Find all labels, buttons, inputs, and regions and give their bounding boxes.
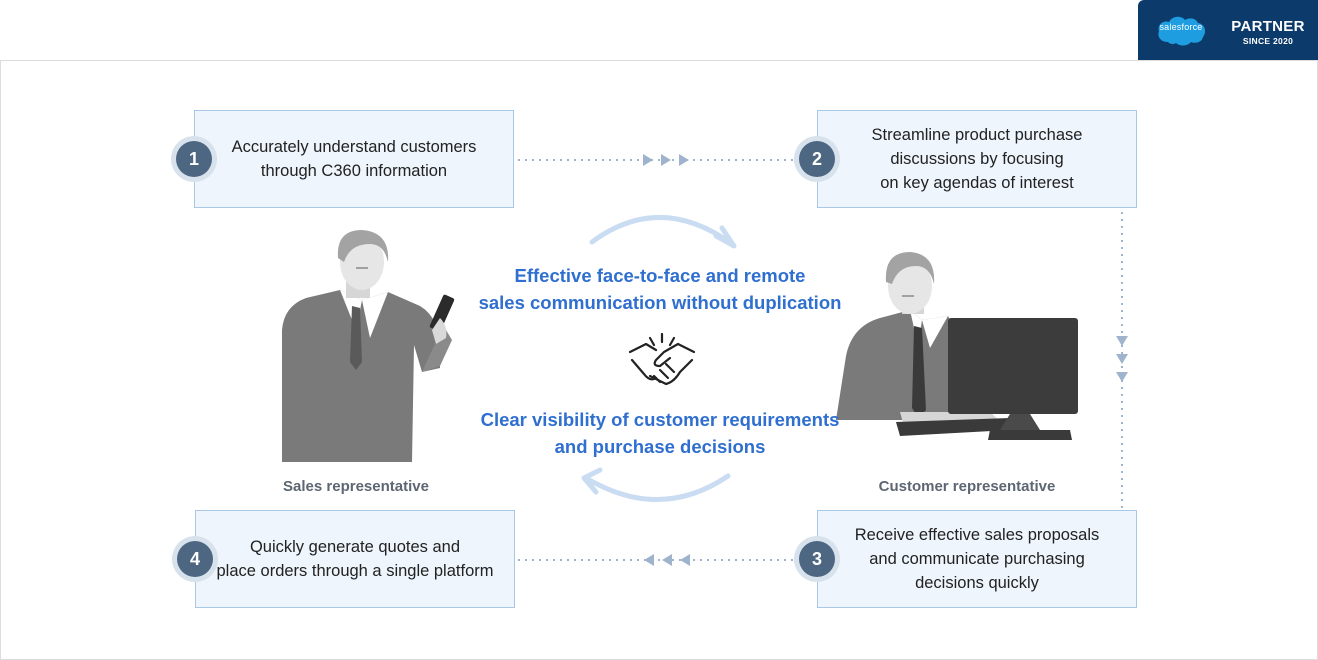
step-number-3: 3 bbox=[799, 541, 835, 577]
partner-since: SINCE 2020 bbox=[1242, 36, 1294, 46]
step-number-badge-4: 4 bbox=[172, 536, 218, 582]
connector-2-to-3 bbox=[1116, 212, 1128, 508]
step-number-badge-2: 2 bbox=[794, 136, 840, 182]
connector-1-to-2 bbox=[518, 154, 798, 166]
partner-title: PARTNER bbox=[1231, 18, 1305, 35]
step-box-2: Streamline product purchase discussions … bbox=[817, 110, 1137, 208]
salesforce-partner-badge: salesforce PARTNER SINCE 2020 bbox=[1138, 0, 1318, 60]
step-number-2: 2 bbox=[799, 141, 835, 177]
customer-representative-label: Customer representative bbox=[878, 478, 1056, 495]
handshake-icon bbox=[628, 332, 696, 386]
sales-representative-label: Sales representative bbox=[283, 478, 429, 495]
step-3-text: Receive effective sales proposals and co… bbox=[854, 526, 1100, 592]
step-box-4: Quickly generate quotes and place orders… bbox=[195, 510, 515, 608]
step-number-badge-3: 3 bbox=[794, 536, 840, 582]
step-number-badge-1: 1 bbox=[171, 136, 217, 182]
customer-representative-figure bbox=[836, 252, 1078, 440]
step-number-4: 4 bbox=[177, 541, 213, 577]
step-2-text: Streamline product purchase discussions … bbox=[871, 126, 1083, 192]
salesforce-cloud-icon bbox=[1158, 16, 1206, 46]
step-box-3: Receive effective sales proposals and co… bbox=[817, 510, 1137, 608]
step-4-text: Quickly generate quotes and place orders… bbox=[216, 538, 494, 580]
center-bottom-text: Clear visibility of customer requirement… bbox=[480, 409, 840, 457]
salesforce-brand-text: salesforce bbox=[1159, 22, 1203, 32]
step-box-1: Accurately understand customers through … bbox=[194, 110, 514, 208]
top-arc-arrow-icon bbox=[589, 215, 737, 249]
center-top-text: Effective face-to-face and remote sales … bbox=[478, 265, 842, 313]
bottom-arc-arrow-icon bbox=[581, 467, 731, 502]
step-number-1: 1 bbox=[176, 141, 212, 177]
step-1-text: Accurately understand customers through … bbox=[231, 138, 477, 180]
connector-3-to-4 bbox=[518, 554, 798, 566]
sales-representative-figure bbox=[282, 230, 455, 462]
